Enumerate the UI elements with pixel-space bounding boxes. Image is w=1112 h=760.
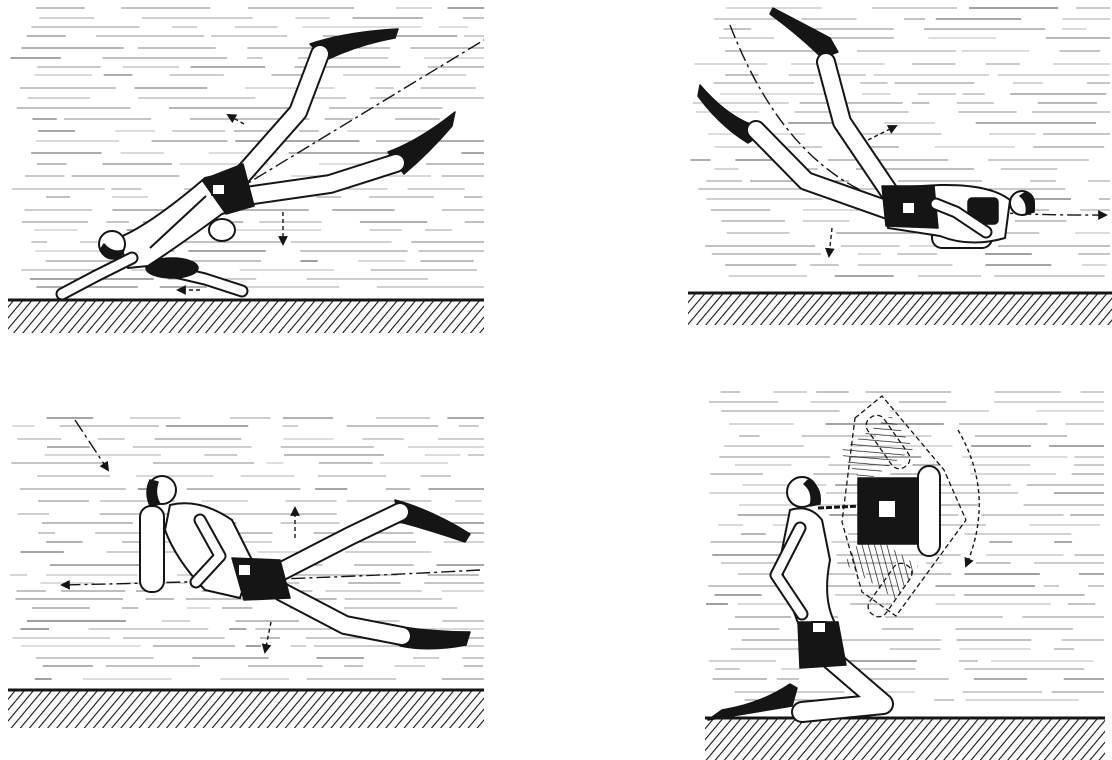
belt-buckle [902, 202, 915, 214]
seabed [705, 718, 1105, 760]
diver [140, 476, 470, 649]
seabed [8, 300, 484, 333]
movement-arrow [829, 228, 832, 256]
tank-end [209, 219, 235, 241]
diver [698, 8, 1034, 248]
movement-arrow [265, 622, 271, 652]
diver [708, 477, 883, 720]
air-tank [140, 506, 164, 592]
water-lines [10, 8, 1110, 700]
diver-leg-upper [238, 54, 320, 180]
diver-torso [780, 508, 836, 628]
rotation-arrow [958, 430, 979, 566]
diver-arm [62, 258, 132, 294]
tank-cylinder [918, 466, 940, 556]
belt-buckle [812, 622, 826, 633]
panel-level-out [688, 8, 1112, 325]
fin [708, 684, 797, 720]
belt-buckle [238, 564, 251, 576]
seabed [688, 293, 1112, 325]
air-hose [818, 506, 860, 508]
air-tank [858, 466, 940, 556]
panel-tank-donning [705, 396, 1105, 760]
panel-ascent [8, 420, 484, 728]
movement-arrow [868, 126, 896, 140]
backpack-buckle [878, 500, 896, 518]
belt-buckle [212, 184, 225, 195]
diver [62, 29, 455, 294]
seabed [8, 690, 484, 728]
